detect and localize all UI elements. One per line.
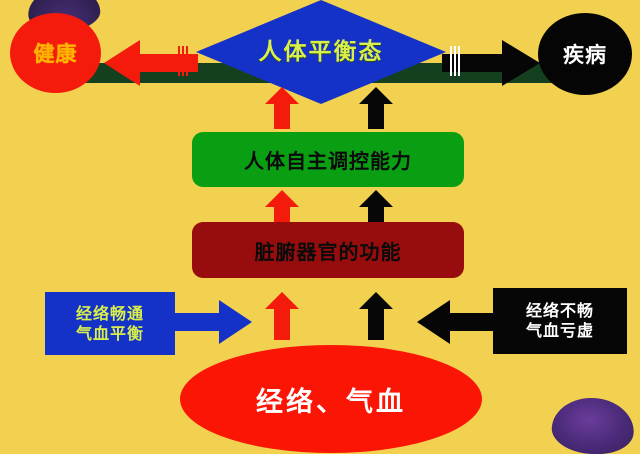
arrow-up-negative: [359, 87, 393, 129]
note-blocked-meridian-line2: 气血亏虚: [525, 321, 594, 340]
node-body-balance-label: 人体平衡态: [258, 39, 384, 65]
arrow-to-disease: [442, 40, 540, 86]
arrow-stem: [368, 306, 384, 340]
arrow-stem: [368, 101, 384, 129]
node-meridian-qi-blood[interactable]: 经络、气血: [180, 345, 482, 453]
arrow-head: [359, 87, 393, 104]
node-meridian-qi-blood-label: 经络、气血: [256, 386, 406, 418]
node-organ-function-label: 脏腑器官的功能: [254, 239, 402, 264]
node-autoregulation-label: 人体自主调控能力: [244, 149, 412, 173]
node-disease[interactable]: 疾病: [538, 13, 632, 95]
tick-marks-left: [178, 46, 188, 76]
arrow-head: [502, 40, 540, 86]
node-body-balance[interactable]: 人体平衡态: [196, 0, 446, 104]
node-autoregulation[interactable]: 人体自主调控能力: [192, 132, 464, 187]
node-organ-function[interactable]: 脏腑器官的功能: [192, 222, 464, 278]
node-disease-label: 疾病: [563, 43, 607, 67]
arrow-head: [104, 40, 140, 86]
arrow-head: [417, 300, 450, 344]
arrow-head: [359, 292, 393, 309]
arrow-body: [442, 54, 504, 72]
note-smooth-meridian-line2: 气血平衡: [75, 323, 144, 343]
node-health-label: 健康: [33, 42, 78, 66]
arrow-head: [265, 87, 299, 104]
arrow-stem: [274, 204, 290, 224]
arrow-up-positive: [265, 292, 299, 340]
note-blocked-meridian[interactable]: 经络不畅 气血亏虚: [493, 288, 627, 354]
arrow-up-negative: [359, 190, 393, 224]
node-health[interactable]: 健康: [10, 13, 101, 93]
note-smooth-meridian[interactable]: 经络畅通 气血平衡: [45, 292, 175, 355]
note-blocked-meridian-line1: 经络不畅: [525, 301, 594, 320]
arrow-head: [359, 190, 393, 207]
note-smooth-meridian-line1: 经络畅通: [75, 303, 144, 323]
arrow-body: [172, 313, 221, 331]
lingzhi-mushroom-icon: [550, 395, 636, 454]
arrow-stem: [274, 306, 290, 340]
arrow-stem: [274, 101, 290, 129]
arrow-smooth-to-base: [172, 300, 252, 344]
arrow-blocked-to-base: [417, 300, 497, 344]
arrow-up-positive: [265, 87, 299, 129]
arrow-body: [138, 54, 198, 72]
arrow-body: [448, 313, 497, 331]
arrow-head: [265, 190, 299, 207]
arrow-stem: [368, 204, 384, 224]
arrow-up-positive: [265, 190, 299, 224]
arrow-head: [219, 300, 252, 344]
arrow-up-negative: [359, 292, 393, 340]
arrow-head: [265, 292, 299, 309]
tick-marks-right: [450, 46, 460, 76]
